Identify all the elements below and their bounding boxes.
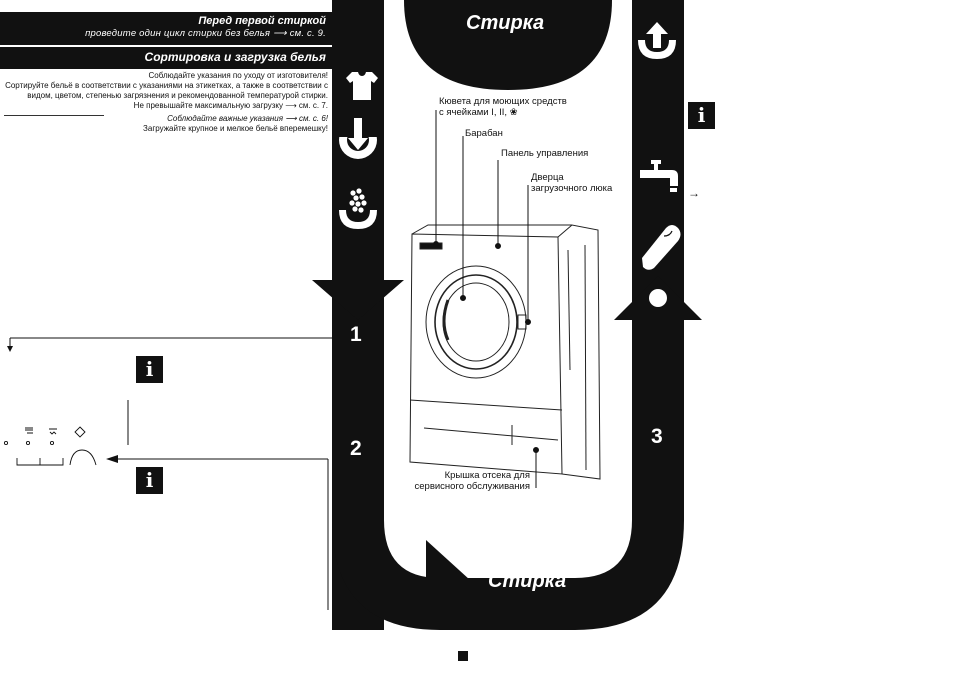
tap-arrow-icon: → bbox=[688, 186, 700, 200]
callout-line: с ячейками I, II, ❀ bbox=[439, 107, 518, 118]
detergent-dots-icon bbox=[339, 188, 377, 229]
first-wash-subtitle: проведите один цикл стирки без белья ⟶ с… bbox=[85, 28, 326, 39]
page-marker bbox=[458, 651, 468, 661]
step-1-number: 1 bbox=[350, 323, 362, 346]
door-label: Дверца загрузочного люка bbox=[531, 172, 612, 194]
instruction-line: Не превышайте максимальную загрузку ⟶ см… bbox=[133, 101, 328, 110]
info-icon: i bbox=[688, 102, 715, 129]
first-wash-title: Перед первой стиркой bbox=[198, 15, 326, 27]
load-arrow-icon bbox=[338, 118, 378, 159]
callout-line: сервисного обслуживания bbox=[414, 481, 530, 492]
instruction-line: Соблюдайте важные указания ⟶ см. с. 6! bbox=[167, 114, 328, 123]
callout-line: Дверца bbox=[531, 172, 564, 183]
instruction-line: Соблюдайте указания по уходу от изготови… bbox=[148, 71, 328, 80]
callout-line: загрузочного люка bbox=[531, 183, 613, 194]
sorting-instructions: Соблюдайте указания по уходу от изготови… bbox=[0, 71, 328, 134]
control-panel-sketch bbox=[3, 426, 97, 466]
divider bbox=[4, 115, 104, 116]
callout-line: Кювета для моющих средств bbox=[439, 96, 567, 107]
sorting-header: Сортировка и загрузка белья bbox=[0, 47, 332, 69]
detergent-drawer-label: Кювета для моющих средств с ячейками I, … bbox=[439, 96, 567, 118]
tap-icon bbox=[640, 160, 678, 192]
step-3-number: 3 bbox=[651, 425, 663, 448]
unload-arrow-icon bbox=[638, 22, 676, 59]
instruction-line: видом, цветом, степенью загрязнения и ре… bbox=[27, 91, 328, 100]
sorting-title: Сортировка и загрузка белья bbox=[144, 50, 326, 64]
drum-label: Барабан bbox=[465, 128, 503, 139]
instruction-line: Сортируйте бельё в соответствии с указан… bbox=[5, 81, 328, 90]
control-panel-label: Панель управления bbox=[501, 148, 589, 159]
finger-icon bbox=[642, 225, 681, 270]
instruction-line: Загружайте крупное и мелкое бельё вперем… bbox=[143, 124, 328, 133]
callout-leaders bbox=[433, 110, 539, 488]
bottom-band-arrowhead bbox=[426, 540, 470, 620]
left-band-arrowhead bbox=[312, 280, 404, 320]
first-wash-header: Перед первой стиркой проведите один цикл… bbox=[0, 12, 332, 45]
top-stirka-title: Стирка bbox=[466, 12, 545, 34]
circle-icon bbox=[649, 289, 667, 307]
bottom-stirka-title: Стирка bbox=[488, 570, 567, 592]
info-icon: i bbox=[136, 467, 163, 494]
callout-line: Крышка отсека для bbox=[444, 470, 530, 481]
service-cover-label: Крышка отсека для сервисного обслуживани… bbox=[406, 470, 530, 492]
bottom-flow-curve bbox=[332, 500, 684, 630]
washing-machine-drawing bbox=[409, 224, 601, 480]
top-dome bbox=[404, 0, 612, 90]
info-icon: i bbox=[136, 356, 163, 383]
shirt-icon bbox=[346, 72, 378, 100]
step-2-number: 2 bbox=[350, 437, 362, 460]
